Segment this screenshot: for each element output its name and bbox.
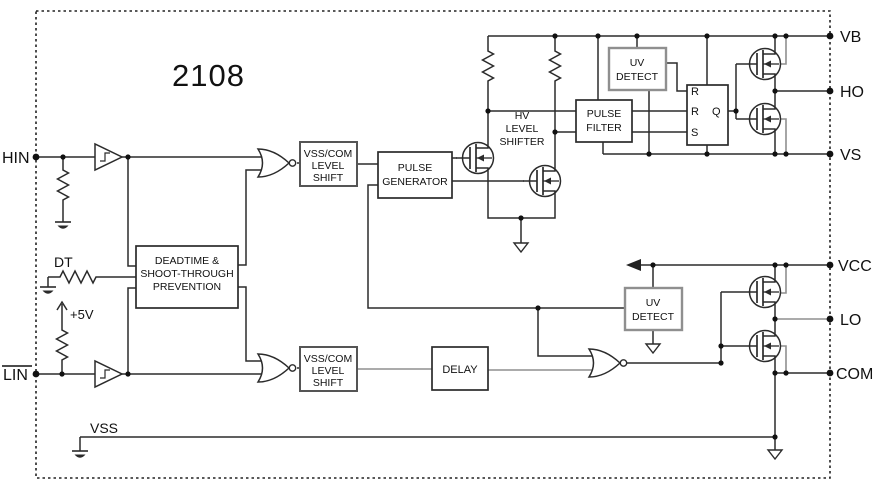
plus5v-label: +5V (70, 307, 94, 322)
vsscom-top-line1: VSS/COM (304, 148, 352, 160)
nor-gate-high-icon (257, 148, 297, 178)
ground-icon (71, 450, 89, 459)
pin-hin (32, 153, 40, 161)
deadtime-box (135, 245, 239, 309)
pulse-generator-line2: GENERATOR (382, 176, 448, 188)
vsscom-bottom-line1: VSS/COM (304, 353, 352, 365)
pin-label-lo: LO (840, 312, 861, 329)
latch-q-label: Q (712, 106, 721, 118)
pin-label-hin: HIN (2, 150, 30, 167)
mosfet-icon (455, 129, 495, 187)
pin-vcc (826, 261, 834, 269)
pin-label-ho: HO (840, 84, 864, 101)
blocks (135, 46, 729, 392)
dt-label: DT (54, 254, 73, 270)
pin-dots (32, 32, 834, 378)
vsscom-top-line2: LEVEL (312, 160, 345, 172)
ground-arrow-icon (767, 449, 783, 460)
dt-resistor-icon (56, 269, 100, 285)
vsscom-top-line3: SHIFT (313, 172, 344, 184)
mosfet-icon (742, 35, 782, 93)
hv-level-shifter-line2: LEVEL (506, 123, 539, 135)
vsscom-bottom-line2: LEVEL (312, 365, 345, 377)
nor-gate-lo-output-icon (588, 348, 628, 378)
pin-ho (826, 87, 834, 95)
uv-detect-bottom-line2: DETECT (632, 311, 675, 323)
gray-wires (357, 36, 830, 373)
latch-labels: R R S Q (691, 86, 721, 139)
deadtime-line1: DEADTIME & (155, 255, 219, 267)
mosfet-icon (742, 90, 782, 148)
ground-icon (39, 286, 57, 295)
deadtime-line3: PREVENTION (153, 281, 221, 293)
hv-resistor-2-icon (548, 46, 562, 84)
pin-lo (826, 315, 834, 323)
pin-com (826, 369, 834, 377)
vsscom-bottom-line3: SHIFT (313, 377, 344, 389)
vss-com-shift-bottom-box (299, 346, 358, 392)
uv-detect-top-line1: UV (630, 57, 645, 69)
latch-r2-label: R (691, 106, 699, 118)
chip-title: 2108 (172, 58, 245, 93)
pin-label-com: COM (836, 366, 873, 383)
pin-vb (826, 32, 834, 40)
mosfet-icon (522, 152, 562, 210)
mosfet-icon (742, 263, 782, 321)
pulse-filter-line1: PULSE (587, 108, 621, 120)
ground-arrow-icon (645, 343, 661, 354)
pin-label-lin: LIN (3, 367, 28, 384)
hv-resistor-1-icon (481, 46, 495, 84)
uv-detect-top-box (607, 46, 668, 92)
plus5v-arrow-icon (56, 300, 68, 311)
wires (36, 35, 830, 451)
ground-icon (54, 221, 72, 230)
vss-com-shift-top-box (299, 141, 358, 187)
uv-detect-bottom-box (623, 286, 684, 332)
nor-gate-low-icon (257, 353, 297, 383)
delay-label: DELAY (442, 364, 478, 376)
pin-vs (826, 150, 834, 158)
mosfet-icon (742, 317, 782, 375)
ic-boundary (35, 10, 831, 479)
pulse-filter-line2: FILTER (586, 122, 622, 134)
pin-label-vs: VS (840, 147, 861, 164)
hin-schmitt-buffer-icon (94, 143, 123, 171)
latch-s-label: S (691, 127, 698, 139)
pin-lin (32, 370, 40, 378)
pin-label-vcc: VCC (838, 258, 872, 275)
delay-box (431, 346, 489, 391)
lin-pullup-resistor-icon (55, 325, 69, 363)
vcc-feed-arrow-icon (626, 259, 641, 271)
pulse-generator-box (377, 151, 453, 199)
block-labels: DEADTIME & SHOOT-THROUGH PREVENTION VSS/… (140, 57, 674, 389)
lin-schmitt-buffer-icon (94, 360, 123, 388)
hin-pulldown-resistor-icon (56, 165, 70, 203)
rs-latch-box (686, 84, 729, 146)
uv-detect-top-line2: DETECT (616, 71, 659, 83)
vss-label: VSS (90, 420, 118, 436)
pulse-filter-box (575, 99, 633, 143)
junction-dots (59, 33, 789, 440)
pulse-generator-line1: PULSE (398, 162, 432, 174)
ground-arrow-icon (513, 242, 529, 253)
deadtime-line2: SHOOT-THROUGH (140, 268, 233, 280)
pin-label-vb: VB (840, 29, 861, 46)
hv-level-shifter-line3: SHIFTER (500, 136, 545, 148)
uv-detect-bottom-line1: UV (646, 297, 661, 309)
latch-r1-label: R (691, 86, 699, 98)
hv-level-shifter-line1: HV (515, 110, 530, 122)
